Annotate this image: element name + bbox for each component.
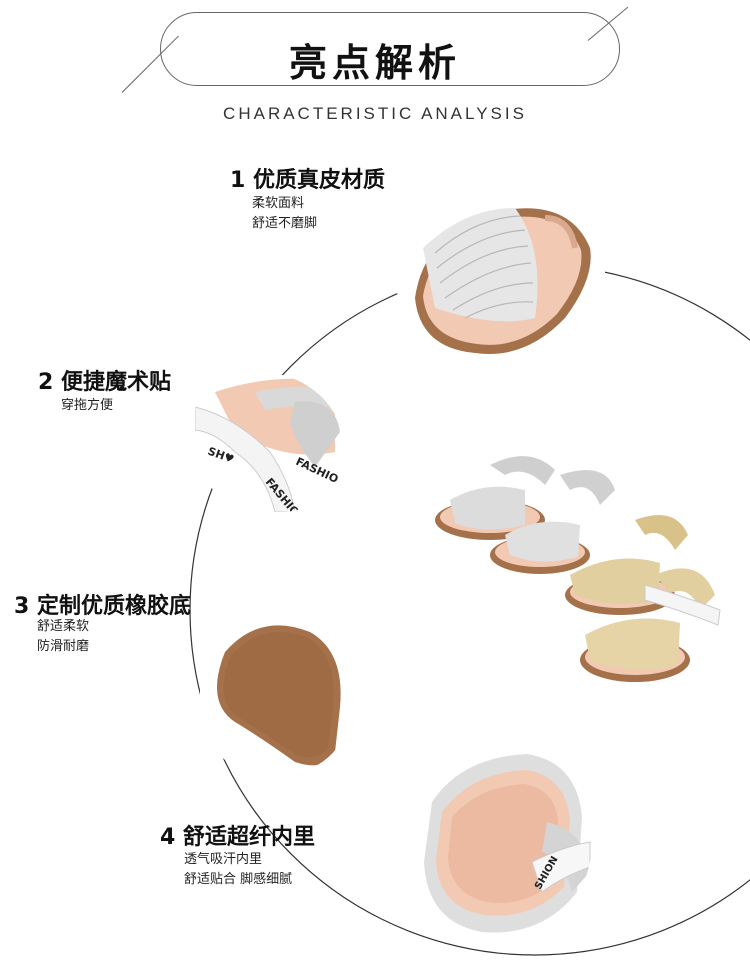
title-frame	[160, 12, 620, 86]
feature-3-line-1: 舒适柔软	[37, 619, 90, 634]
page-subtitle: CHARACTERISTIC ANALYSIS	[223, 104, 527, 123]
feature-4-line-2: 舒适贴合 脚感细腻	[184, 872, 293, 887]
rubber-sole-photo	[200, 612, 350, 772]
feature-3-heading: 3 定制优质橡胶底	[14, 594, 191, 619]
feature-4-line-1: 透气吸汗内里	[184, 852, 263, 867]
page-title: 亮点解析	[288, 41, 461, 85]
feature-4-heading: 4 舒适超纤内里	[160, 825, 315, 850]
microfiber-lining-photo: SHION	[412, 742, 592, 940]
feature-2-line-1: 穿拖方便	[61, 398, 114, 413]
feature-1-line-2: 舒适不磨脚	[252, 216, 318, 231]
sandal-group-photo	[430, 445, 730, 700]
feature-2-heading: 2 便捷魔术贴	[38, 370, 171, 395]
feature-1-line-1: 柔软面料	[252, 196, 305, 211]
woven-upper-photo	[395, 188, 605, 363]
feature-3-line-2: 防滑耐磨	[37, 639, 90, 654]
feature-1-heading: 1 优质真皮材质	[230, 168, 385, 193]
velcro-strap-photo: SH♥ FASHIO FASHION NEW	[195, 372, 345, 512]
